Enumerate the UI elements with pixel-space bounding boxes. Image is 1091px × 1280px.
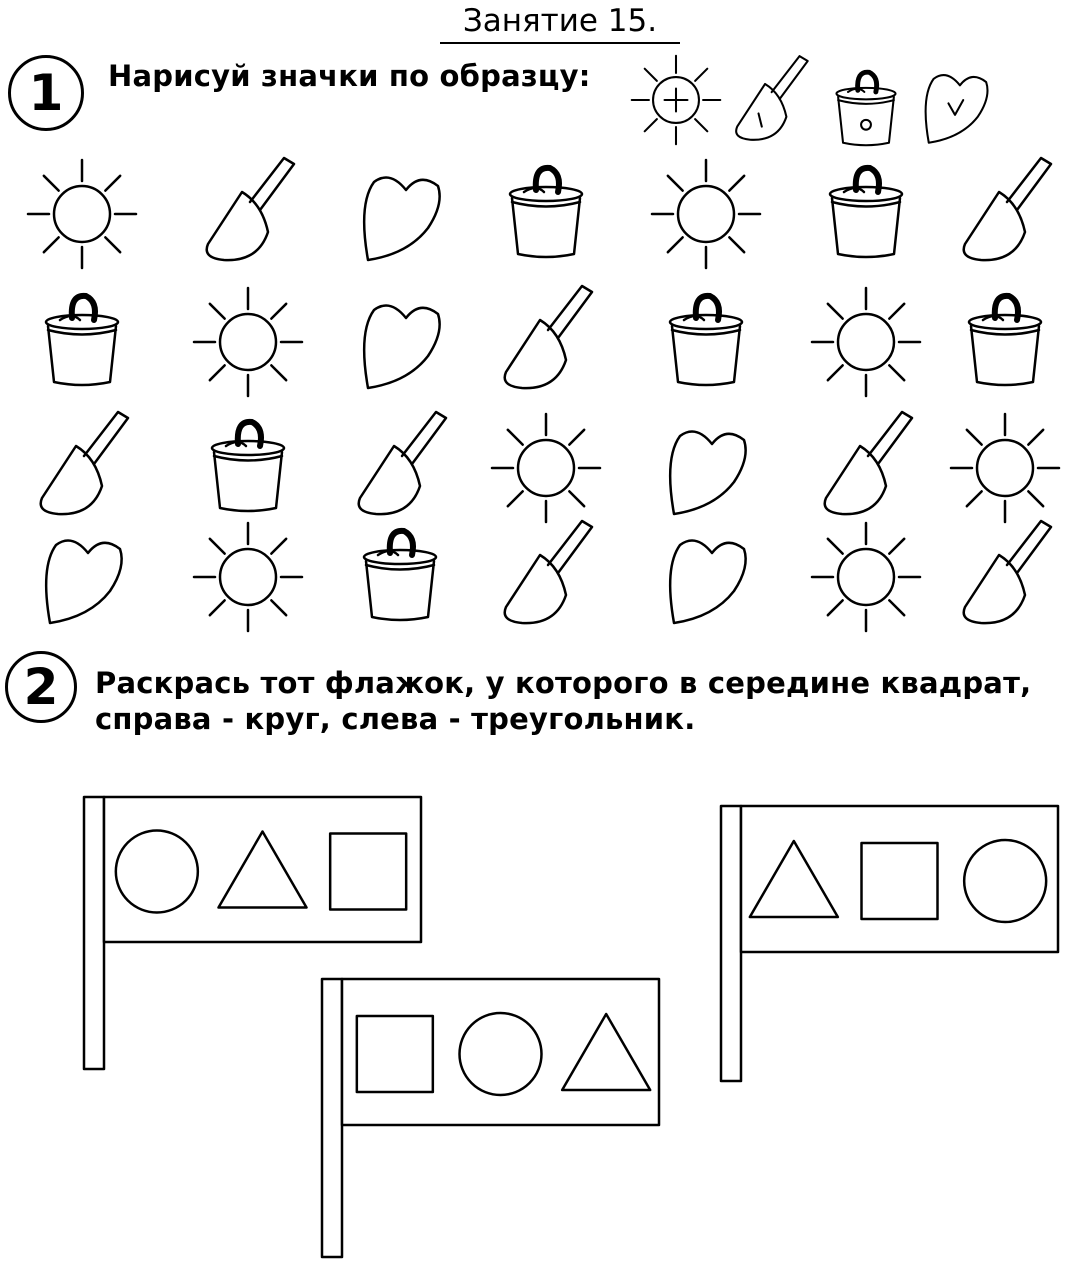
circle-shape — [962, 838, 1048, 924]
leaf-icon[interactable] — [362, 304, 441, 390]
bucket-icon[interactable] — [44, 292, 120, 387]
task-2-flags[interactable] — [82, 795, 1060, 1259]
leaf-icon[interactable] — [668, 539, 747, 625]
bucket-icon[interactable] — [967, 292, 1043, 387]
bucket-icon[interactable] — [362, 527, 438, 622]
shovel-icon[interactable] — [823, 410, 914, 516]
square-shape — [355, 1014, 435, 1094]
shovel-icon[interactable] — [39, 410, 130, 516]
sun-icon[interactable] — [26, 158, 138, 270]
bucket-icon[interactable] — [828, 164, 904, 259]
flag-1[interactable] — [82, 795, 423, 1071]
sun-icon[interactable] — [810, 521, 922, 633]
circle-mark — [860, 118, 872, 131]
task-1-symbol-grid[interactable] — [26, 156, 1061, 633]
circle-shape — [458, 1011, 543, 1097]
legend-bucket-icon[interactable] — [835, 69, 897, 147]
shovel-icon[interactable] — [503, 519, 594, 625]
square-shape — [328, 832, 408, 911]
sun-icon[interactable] — [192, 521, 304, 633]
page-title: Занятие 15. — [440, 0, 680, 44]
triangle-shape — [560, 1012, 652, 1092]
flag-2[interactable] — [320, 977, 661, 1259]
sun-icon[interactable] — [650, 158, 762, 270]
flag-pole — [82, 795, 106, 1071]
triangle-shape — [217, 830, 308, 909]
task-1-number-badge: 1 — [8, 55, 84, 131]
flag-cloth — [739, 804, 1060, 954]
task-2-instruction: Раскрась тот флажок, у которого в середи… — [95, 665, 1031, 737]
triangle-shape — [748, 839, 840, 919]
flag-cloth — [102, 795, 423, 944]
flag-pole — [320, 977, 344, 1259]
leaf-icon[interactable] — [362, 176, 441, 262]
shovel-icon[interactable] — [357, 410, 448, 516]
task-1-legend — [630, 54, 989, 147]
legend-leaf-icon[interactable] — [924, 74, 989, 144]
flag-pole — [719, 804, 743, 1083]
flag-3[interactable] — [719, 804, 1060, 1083]
sun-icon[interactable] — [192, 286, 304, 398]
shovel-icon[interactable] — [205, 156, 296, 262]
task-2-number-badge: 2 — [5, 651, 77, 723]
sun-icon[interactable] — [949, 412, 1061, 524]
plus-mark — [663, 87, 689, 113]
shovel-icon[interactable] — [962, 156, 1053, 262]
check-mark — [947, 99, 965, 116]
leaf-icon[interactable] — [668, 430, 747, 516]
leaf-icon[interactable] — [44, 539, 123, 625]
legend-shovel-icon[interactable] — [735, 55, 809, 141]
task-2-instruction-line-2: справа - круг, слева - треугольник. — [95, 702, 696, 736]
shovel-icon[interactable] — [503, 284, 594, 390]
sun-icon[interactable] — [490, 412, 602, 524]
square-shape — [860, 841, 939, 921]
bucket-icon[interactable] — [210, 418, 286, 513]
sun-icon[interactable] — [810, 286, 922, 398]
legend-sun-icon[interactable] — [630, 54, 722, 146]
task-2-instruction-line-1: Раскрась тот флажок, у которого в середи… — [95, 666, 1032, 700]
shovel-icon[interactable] — [962, 519, 1053, 625]
flag-cloth — [340, 977, 661, 1127]
bucket-icon[interactable] — [508, 164, 584, 259]
task-1-instruction: Нарисуй значки по образцу: — [108, 59, 591, 93]
line-mark — [757, 112, 763, 128]
bucket-icon[interactable] — [668, 292, 744, 387]
circle-shape — [114, 829, 200, 914]
